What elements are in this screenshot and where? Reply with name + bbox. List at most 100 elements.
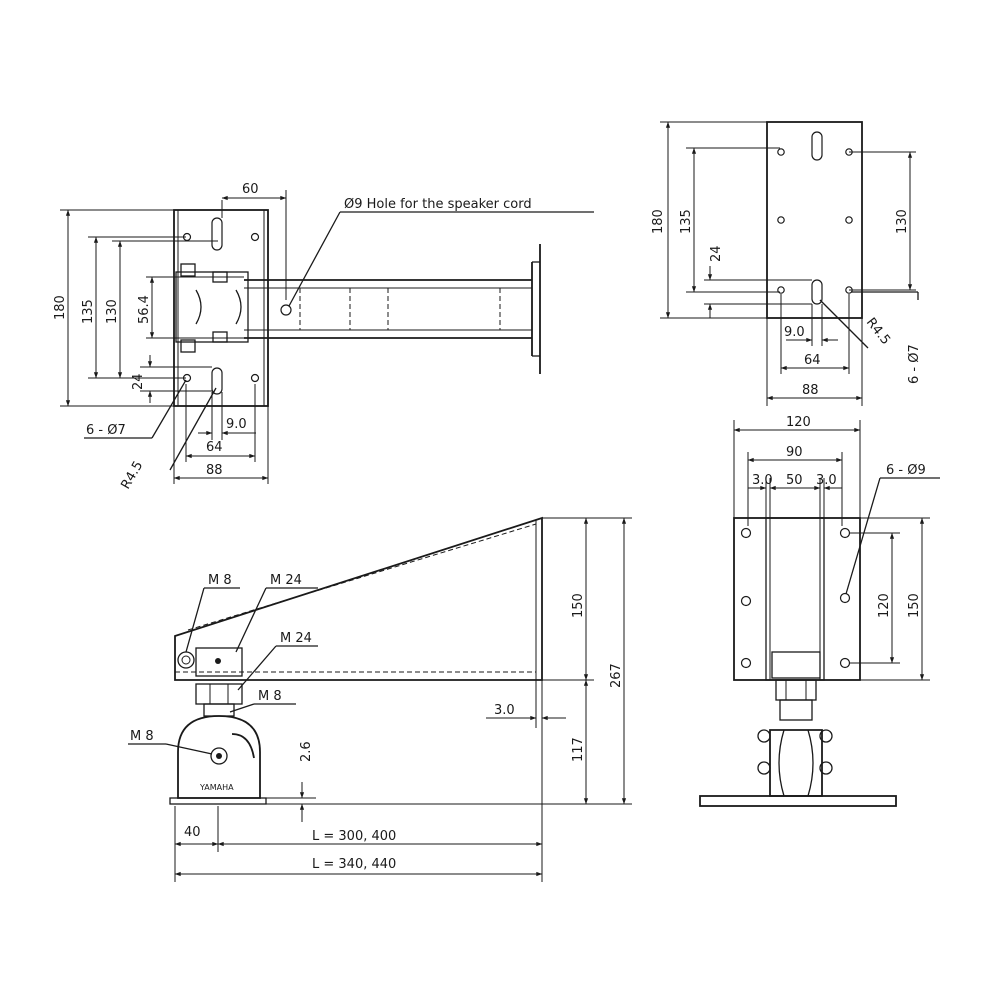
- dim-9-0: 9.0: [226, 417, 247, 432]
- leader: [229, 703, 255, 713]
- l-inner-label: L = 300, 400: [312, 829, 396, 844]
- plate-front-outline: [766, 121, 863, 319]
- leader: [165, 743, 213, 755]
- side-bolt: [819, 729, 833, 743]
- dim-64: 64: [206, 440, 223, 455]
- hidden-line: [187, 523, 537, 631]
- nut-center: [215, 658, 221, 664]
- bolt-center: [216, 753, 222, 759]
- m24-nut: [775, 679, 817, 701]
- knob-center: [181, 655, 191, 665]
- bottom-right-view: 120 90 3.0 50 3.0 6 - Ø9 120 150: [699, 415, 940, 807]
- m8-collar: [203, 703, 235, 717]
- dim-130: 130: [105, 299, 120, 324]
- leader: [235, 587, 267, 653]
- dim-117: 117: [571, 737, 586, 762]
- dim-3-0: 3.0: [494, 703, 515, 718]
- nut-bottom-2: [212, 331, 228, 343]
- bottom-slot: [811, 279, 823, 305]
- collar: [779, 699, 813, 721]
- m8-mid-label: M 8: [258, 689, 282, 704]
- leader: [151, 379, 187, 439]
- dim-88: 88: [802, 383, 819, 398]
- yamaha-logo: YAMAHA: [199, 783, 234, 792]
- m8-left-label: M 8: [130, 729, 154, 744]
- top-left-view: Ø9 Hole for the speaker cord 60 180 135 …: [53, 182, 594, 492]
- dim-180: 180: [53, 295, 68, 320]
- leader: [845, 477, 881, 595]
- dim-24: 24: [709, 245, 724, 262]
- arm-channel: [765, 517, 825, 681]
- dim-135: 135: [679, 209, 694, 234]
- m8-knob: [177, 651, 195, 669]
- dim-130: 130: [895, 209, 910, 234]
- leader: [237, 645, 277, 691]
- side-bolt: [757, 761, 771, 775]
- swivel-curve: [778, 729, 785, 797]
- m8-top-label: M 8: [208, 573, 232, 588]
- mount-hole: [740, 527, 752, 539]
- top-right-view: 180 135 130 24 9.0 R4.5 6 - Ø7: [651, 121, 922, 406]
- mount-hole: [839, 527, 851, 539]
- nut-bottom: [180, 339, 196, 353]
- base-plate: [699, 795, 897, 807]
- wall-plate-outline: [173, 209, 269, 407]
- m8-bolt-head: [210, 747, 228, 765]
- cord-hole: [280, 304, 292, 316]
- dim-3-0-left: 3.0: [752, 473, 773, 488]
- dim-88: 88: [206, 463, 223, 478]
- dim-120: 120: [786, 415, 811, 430]
- radius-label: R4.5: [118, 459, 146, 492]
- dim-50: 50: [786, 473, 803, 488]
- dim-267: 267: [609, 663, 624, 688]
- mount-hole: [250, 373, 260, 383]
- dim-150-vertical: 150: [907, 593, 922, 618]
- mount-hole: [845, 216, 853, 224]
- dim-64: 64: [804, 353, 821, 368]
- pivot-curve: [235, 289, 242, 325]
- side-bolt: [757, 729, 771, 743]
- bottom-left-view: YAMAHA M 8 M 24 M 24 M 8 M 8 2.6 3.0: [128, 516, 632, 882]
- dim-60: 60: [242, 182, 259, 197]
- lever: [231, 733, 255, 759]
- mount-hole: [250, 232, 260, 242]
- pivot-block: [175, 271, 249, 343]
- dim-24: 24: [131, 373, 146, 390]
- top-slot: [211, 217, 223, 251]
- top-slot: [811, 131, 823, 161]
- l-outer-label: L = 340, 440: [312, 857, 396, 872]
- mount-hole: [777, 148, 785, 156]
- leader: [819, 299, 869, 349]
- swivel-curve: [807, 729, 814, 797]
- m24-nut: [195, 683, 243, 705]
- dim-56-4: 56.4: [137, 295, 152, 324]
- m24-top-label: M 24: [270, 573, 302, 588]
- tapered-arm: [174, 516, 543, 681]
- bottom-slot: [211, 367, 223, 395]
- base-plate: [169, 797, 267, 805]
- mount-hole: [839, 657, 851, 669]
- holes-label: 6 - Ø9: [886, 463, 926, 478]
- dim-9-0: 9.0: [784, 325, 805, 340]
- swivel-base: [177, 715, 261, 799]
- radius-label: R4.5: [863, 315, 893, 348]
- side-bolt: [819, 761, 833, 775]
- dim-3-0-right: 3.0: [816, 473, 837, 488]
- mount-hole: [740, 595, 752, 607]
- holes-label: 6 - Ø7: [907, 344, 922, 384]
- dim-135: 135: [81, 299, 96, 324]
- dim-90: 90: [786, 445, 803, 460]
- dim-180: 180: [651, 209, 666, 234]
- dim-40: 40: [184, 825, 201, 840]
- nut-top: [180, 263, 196, 277]
- m24-nut-block: [771, 651, 821, 679]
- cord-hole-leader: [288, 211, 341, 307]
- m24-mid-label: M 24: [280, 631, 312, 646]
- dim-120-vertical: 120: [877, 593, 892, 618]
- mount-hole: [777, 216, 785, 224]
- leader: [169, 387, 217, 471]
- leader: [185, 587, 205, 653]
- holes-label: 6 - Ø7: [86, 423, 126, 438]
